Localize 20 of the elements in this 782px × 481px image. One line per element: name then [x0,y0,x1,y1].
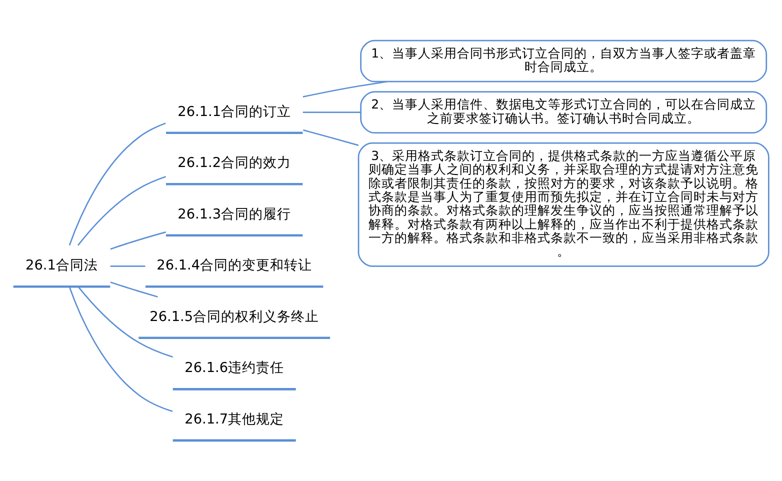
node-text: 26.1.7其他规定 [184,411,284,428]
connector [68,122,166,246]
node-text: 26.1.5合同的权利义务终止 [150,308,320,325]
node-box: 3、采用格式条款订立合同的，提供格式条款的一方应当遵循公平原则确定当事人之间的权利和义务，并采取合理的方式提请对方注意免除或者限制其责任的条款，按照对方的要求，对该条款予以说明。格式条款是当事人为了重复使用而预先拟定，并在订立合同时未与对方协商的条款。对格式条款的理解发生争议的，应当按照通常理解予以解释。对格式条款有两种以上解释的，应当作出不利于提供格式条款一方的解释。格式条款和非格式条款不一致的，应当采用非格式条款。 [358,142,770,267]
node-text: 26.1.2合同的效力 [178,155,292,172]
connector [77,176,166,246]
connector [303,129,359,146]
node-text: 26.1.1合同的订立 [178,104,292,120]
connector [68,286,173,412]
connector [302,112,361,114]
connector [78,286,173,358]
node-text: 26.1.4合同的变更和转让 [156,258,312,274]
node-text: 26.1.6违约责任 [184,360,284,376]
node-text: 26.1合同法 [26,258,98,274]
connector [110,282,158,298]
node-box: 1、当事人采用合同书形式订立合同的，自双方当事人签字或者盖章时合同成立。 [360,40,768,82]
connector [110,231,166,250]
node-text: 26.1.3合同的履行 [178,206,292,222]
connector [110,265,146,267]
node-box: 2、当事人采用信件、数据电文等形式订立合同的，可以在合同成立之前要求签订确认书。签订确认书时合同成立。 [360,91,768,134]
